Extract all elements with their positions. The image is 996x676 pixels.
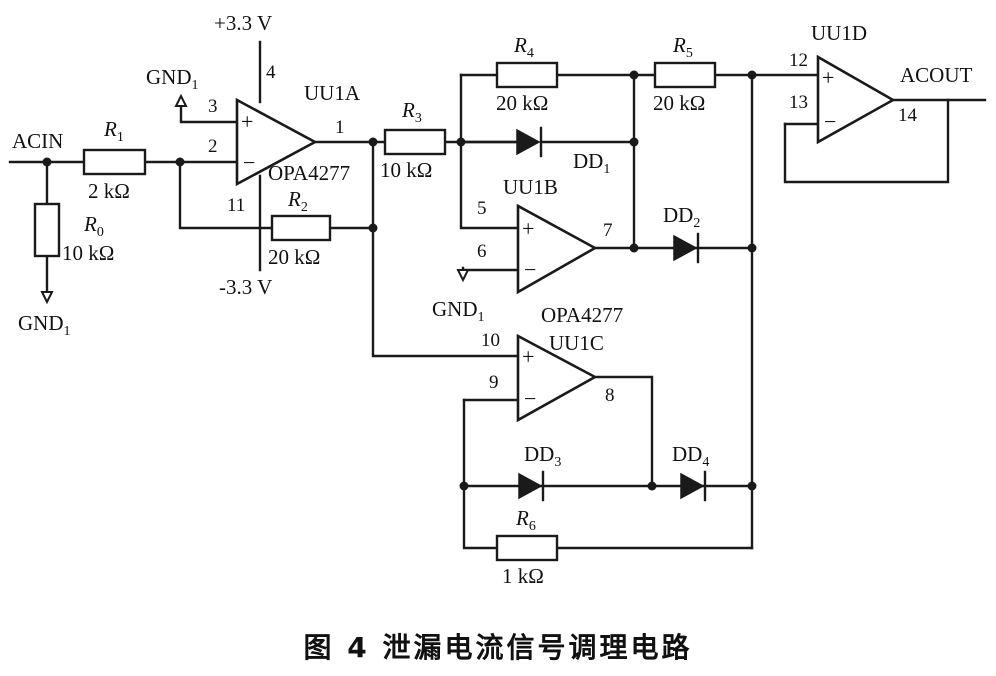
supply-pos-label: +3.3 V [214, 11, 272, 35]
supply-neg-label: -3.3 V [219, 275, 272, 299]
junction-dot [629, 70, 639, 80]
diode-dd3-label: DD3 [524, 442, 561, 470]
junction-dot [175, 157, 185, 167]
resistor-r0-value: 10 kΩ [62, 241, 114, 265]
pin-number: 6 [477, 241, 487, 262]
resistor-r1-ref: R1 [103, 117, 124, 145]
opamp-uu1a-ref: UU1A [304, 81, 361, 105]
resistor-r0-ref: R0 [83, 212, 104, 240]
pin-number: 2 [208, 136, 218, 157]
opamp-uu1a [235, 97, 318, 187]
junction-dot [368, 137, 378, 147]
pin-number: 7 [603, 220, 613, 241]
opamp-uu1d-plus: + [822, 65, 834, 90]
junction-dot [747, 481, 757, 491]
resistor-r4-ref: R4 [513, 33, 534, 61]
opamp-uu1c-minus: − [524, 386, 536, 411]
pin-number: 1 [335, 117, 345, 138]
junction-dot [42, 157, 52, 167]
opamp-uu1b [516, 203, 598, 295]
diodes [459, 126, 707, 502]
junction-dot [629, 137, 639, 147]
diode-dd3 [518, 470, 545, 502]
resistor-r2 [270, 214, 332, 242]
diode-dd4-label: DD4 [672, 442, 709, 470]
opamp-uu1b-minus: − [524, 257, 536, 282]
resistor-r2-ref: R2 [287, 187, 308, 215]
resistor-r0 [33, 202, 61, 258]
resistor-r6 [495, 534, 559, 562]
opamp-uu1c-part: OPA4277 [541, 303, 623, 327]
resistors [33, 61, 717, 562]
ground-label: GND1 [18, 311, 71, 339]
pin-number: 10 [481, 330, 500, 351]
ground-icon [40, 291, 54, 305]
diode-dd1 [459, 126, 636, 158]
junction-dot [629, 243, 639, 253]
resistor-r6-ref: R6 [515, 506, 536, 534]
pin-number: 5 [477, 198, 487, 219]
pin-number: 14 [898, 105, 918, 126]
diode-dd1-label: DD1 [573, 149, 610, 177]
resistor-r4 [495, 61, 559, 89]
opamp-uu1a-part: OPA4277 [268, 161, 350, 185]
pin-number: 9 [489, 372, 499, 393]
resistor-r1-value: 2 kΩ [88, 179, 130, 203]
output-net-label: ACOUT [900, 63, 973, 87]
opamp-uu1d [816, 54, 896, 145]
ground-symbols [40, 93, 470, 305]
ground-icon [456, 269, 470, 283]
junction-dot [368, 223, 378, 233]
opamp-uu1d-ref: UU1D [811, 21, 867, 45]
resistor-r3-ref: R3 [401, 98, 422, 126]
pin-number: 13 [789, 92, 808, 113]
input-net-label: ACIN [12, 129, 63, 153]
resistor-r3-value: 10 kΩ [380, 158, 432, 182]
pin-number: 4 [266, 62, 276, 83]
diode-dd2-label: DD2 [663, 203, 700, 231]
junction-dot [747, 70, 757, 80]
resistor-r5-ref: R5 [672, 33, 693, 61]
junction-dot [459, 481, 469, 491]
opamp-uu1b-plus: + [522, 216, 534, 241]
diode-dd4 [680, 470, 707, 502]
resistor-r6-value: 1 kΩ [502, 564, 544, 588]
resistor-r5-value: 20 kΩ [653, 91, 705, 115]
pin-number: 11 [227, 195, 245, 216]
ground-label: GND1 [146, 65, 199, 93]
opamps [235, 54, 896, 423]
opamp-uu1a-plus: + [241, 109, 253, 134]
opamp-uu1c-plus: + [522, 344, 534, 369]
opamp-uu1d-minus: − [824, 109, 836, 134]
junction-dot [747, 243, 757, 253]
opamp-uu1c-ref: UU1C [549, 331, 604, 355]
pin-number: 8 [605, 385, 615, 406]
resistor-r1 [82, 148, 147, 176]
resistor-r5 [653, 61, 717, 89]
junction-dot [647, 481, 657, 491]
figure-caption: 图 4 泄漏电流信号调理电路 [304, 631, 693, 664]
junctions [42, 70, 757, 491]
resistor-r4-value: 20 kΩ [496, 91, 548, 115]
labels: ACIN ACOUT +3.3 V -3.3 V GND1 GND1 GND1 … [12, 11, 973, 664]
junction-dot [456, 137, 466, 147]
pin-number: 3 [208, 96, 218, 117]
opamp-uu1a-minus: − [243, 150, 255, 175]
opamp-uu1c [516, 333, 598, 423]
ground-icon [174, 93, 188, 107]
diode-dd2 [673, 232, 700, 264]
ground-label: GND1 [432, 297, 485, 325]
opamp-uu1b-ref: UU1B [503, 175, 558, 199]
pin-number: 12 [789, 50, 808, 71]
resistor-r3 [383, 128, 447, 156]
resistor-r2-value: 20 kΩ [268, 245, 320, 269]
